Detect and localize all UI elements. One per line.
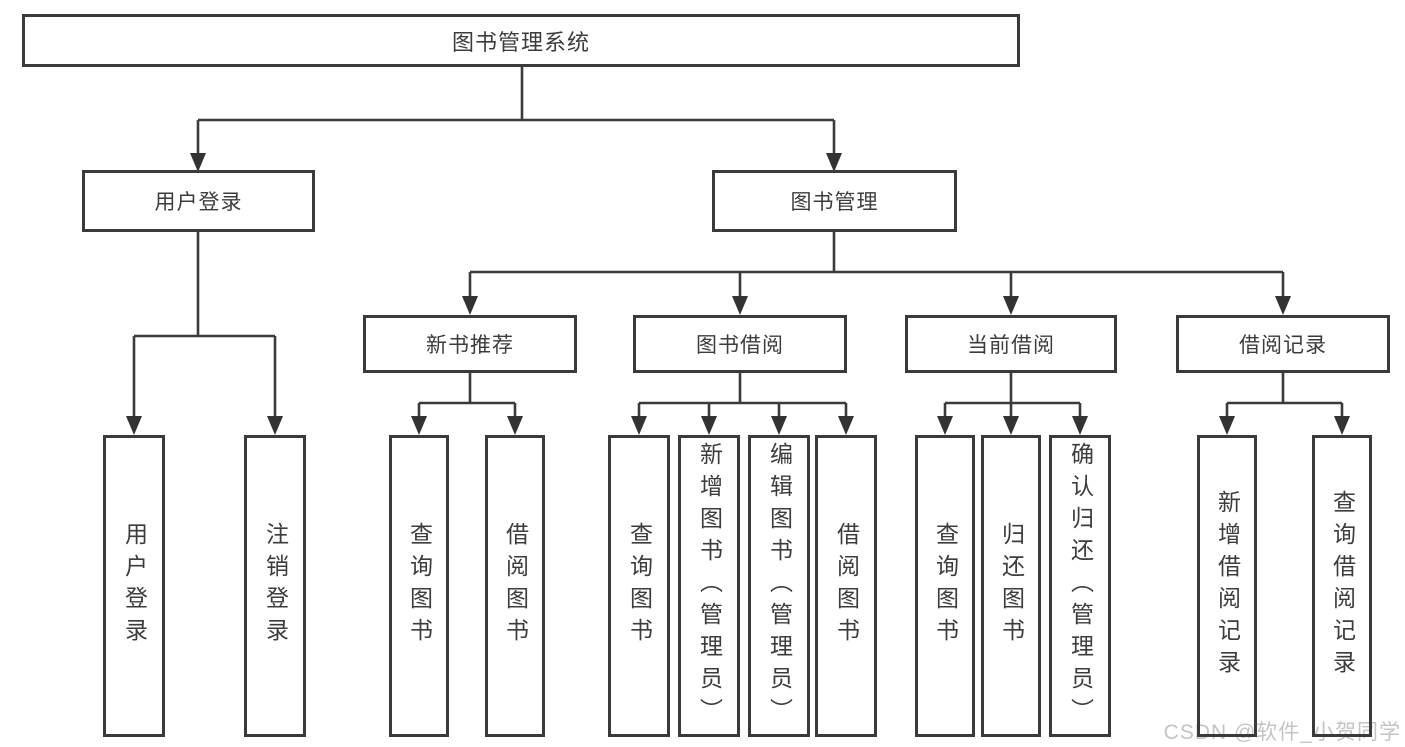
leaf-newbook-borrow-books: 借阅图书: [485, 435, 545, 737]
node-book-borrowing-label: 图书借阅: [696, 334, 784, 357]
node-library-management-system-label: 图书管理系统: [451, 29, 590, 55]
connector-paths: [132, 67, 1344, 420]
leaf-user-login: 用户登录: [103, 435, 165, 737]
leaf-add-borrow-record-label: 新增借阅记录: [1214, 490, 1241, 682]
leaf-edit-books-admin: 编辑图书（管理员）: [748, 435, 810, 737]
node-borrowing-records-label: 借阅记录: [1239, 334, 1327, 357]
node-new-book-recommend: 新书推荐: [363, 315, 577, 373]
leaf-return-books: 归还图书: [981, 435, 1041, 737]
node-current-borrowing-label: 当前借阅: [967, 334, 1055, 357]
leaf-edit-books-admin-label: 编辑图书（管理员）: [766, 442, 793, 730]
leaf-newbook-query-books: 查询图书: [389, 435, 449, 737]
leaf-add-borrow-record: 新增借阅记录: [1197, 435, 1257, 737]
node-book-borrowing: 图书借阅: [633, 315, 847, 373]
leaf-logout-label: 注销登录: [262, 522, 289, 650]
leaf-return-books-label: 归还图书: [998, 522, 1025, 650]
leaf-borrow-books-label: 借阅图书: [833, 522, 860, 650]
node-current-borrowing: 当前借阅: [905, 315, 1117, 373]
leaf-current-query-books: 查询图书: [915, 435, 975, 737]
node-library-management-system: 图书管理系统: [22, 14, 1020, 67]
leaf-query-borrow-record-label: 查询借阅记录: [1329, 490, 1356, 682]
leaf-user-login-label: 用户登录: [121, 522, 148, 650]
node-book-management-label: 图书管理: [790, 191, 879, 214]
node-book-management: 图书管理: [712, 170, 957, 232]
leaf-borrow-books: 借阅图书: [815, 435, 877, 737]
leaf-newbook-query-books-label: 查询图书: [406, 522, 433, 650]
leaf-confirm-return-admin-label: 确认归还（管理员）: [1067, 442, 1094, 730]
node-new-book-recommend-label: 新书推荐: [426, 334, 514, 357]
leaf-newbook-borrow-books-label: 借阅图书: [502, 522, 529, 650]
leaf-logout: 注销登录: [244, 435, 306, 737]
node-user-login: 用户登录: [82, 170, 315, 232]
leaf-borrowing-query-books: 查询图书: [608, 435, 670, 737]
leaf-confirm-return-admin: 确认归还（管理员）: [1049, 435, 1111, 737]
leaf-current-query-books-label: 查询图书: [932, 522, 959, 650]
leaf-query-borrow-record: 查询借阅记录: [1312, 435, 1372, 737]
arrowheads: [126, 153, 1350, 435]
leaf-borrowing-query-books-label: 查询图书: [626, 522, 653, 650]
node-user-login-label: 用户登录: [154, 191, 243, 214]
leaf-add-books-admin: 新增图书（管理员）: [678, 435, 740, 737]
csdn-watermark: CSDN @软件_小贺同学: [1163, 721, 1401, 744]
node-borrowing-records: 借阅记录: [1176, 315, 1390, 373]
leaf-add-books-admin-label: 新增图书（管理员）: [696, 442, 723, 730]
